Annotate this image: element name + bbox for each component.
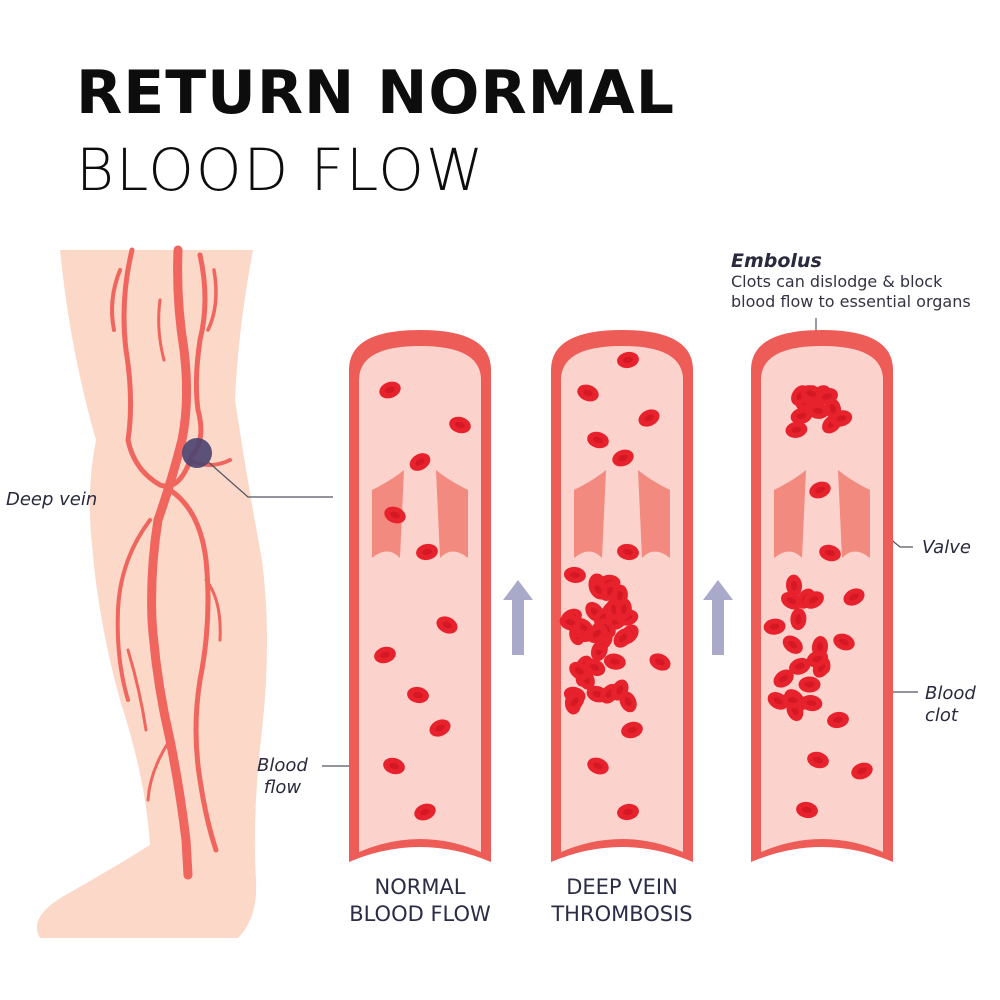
red-blood-cell (612, 449, 634, 467)
red-blood-cell (617, 543, 639, 561)
red-blood-cell (809, 481, 831, 499)
red-blood-cell (588, 579, 608, 600)
up-arrow-icon (503, 580, 533, 655)
red-blood-cell (851, 762, 873, 780)
deep-vein-marker (182, 438, 212, 468)
red-blood-cell (785, 574, 803, 597)
red-blood-cell (781, 591, 802, 610)
red-blood-cell (800, 385, 822, 402)
caption-dvt-line-1: DEEP VEIN (566, 875, 678, 899)
red-blood-cell (603, 653, 626, 670)
red-blood-cell (782, 635, 803, 654)
red-blood-cell (763, 618, 786, 635)
valve-right (436, 470, 468, 558)
red-blood-cell (638, 409, 660, 427)
red-blood-cell (611, 584, 628, 607)
caption-dvt: DEEP VEIN THROMBOSIS (522, 874, 722, 928)
red-blood-cell (819, 544, 841, 562)
red-blood-cell (807, 751, 829, 769)
red-blood-cell (806, 650, 829, 668)
red-blood-cell (773, 669, 794, 688)
blood-clot-line-1: Blood (925, 683, 976, 704)
blood-clot-line-2: clot (925, 705, 958, 726)
red-blood-cell (827, 711, 849, 729)
red-blood-cell (565, 691, 585, 712)
embolus-annotation: Embolus Clots can dislodge & block blood… (731, 250, 971, 312)
red-blood-cell (790, 407, 813, 425)
red-blood-cell (414, 803, 436, 821)
red-blood-cell (621, 721, 643, 739)
red-blood-cell (577, 384, 599, 402)
title-line-2: BLOOD FLOW (76, 136, 486, 204)
red-blood-cell (379, 381, 401, 399)
blood-cells-normal (374, 381, 471, 821)
red-blood-cell (830, 410, 853, 427)
red-blood-cell (416, 543, 438, 561)
red-blood-cell (789, 657, 811, 675)
red-blood-cell (807, 402, 829, 419)
deep-vein-leader (205, 459, 333, 498)
red-blood-cell (617, 803, 639, 821)
red-blood-cell (587, 431, 609, 449)
red-blood-cell (383, 757, 405, 775)
flow-arrows (503, 580, 733, 655)
blood-flow-line-1: Blood (257, 755, 308, 776)
caption-normal-line-1: NORMAL (374, 875, 466, 899)
red-blood-cell (436, 616, 458, 634)
red-blood-cell (409, 453, 431, 471)
deep-vein-label: Deep vein (6, 489, 98, 510)
red-blood-cell (429, 719, 451, 737)
red-blood-cell (611, 679, 629, 701)
red-blood-cell (790, 608, 807, 631)
red-blood-cell (798, 676, 821, 693)
red-blood-cell (587, 757, 609, 775)
leg-veins (110, 245, 232, 880)
red-blood-cell (803, 591, 824, 609)
embolus-description: Clots can dislodge & block blood flow to… (731, 272, 971, 312)
leg-illustration (36, 245, 267, 938)
red-blood-cell (796, 801, 818, 819)
blood-flow-label: Blood flow (257, 755, 308, 799)
embolus-desc-line-2: blood flow to essential organs (731, 292, 971, 311)
vessel-normal (349, 330, 491, 862)
caption-normal: NORMAL BLOOD FLOW (320, 874, 520, 928)
red-blood-cell (384, 506, 406, 524)
red-blood-cell (781, 692, 804, 709)
red-blood-cell (374, 646, 396, 664)
red-blood-cell (617, 351, 639, 369)
caption-normal-line-2: BLOOD FLOW (349, 902, 491, 926)
valve-label: Valve (922, 537, 971, 558)
blood-cells-embolus (763, 385, 873, 819)
vessel-dvt (551, 330, 693, 862)
embolus-desc-line-1: Clots can dislodge & block (731, 272, 943, 291)
red-blood-cell (800, 694, 823, 712)
blood-clot-label: Blood clot (925, 683, 976, 727)
caption-dvt-line-2: THROMBOSIS (551, 902, 693, 926)
blood-flow-line-2: flow (263, 777, 302, 798)
up-arrow-icon (703, 580, 733, 655)
vessel-embolus (751, 330, 893, 862)
red-blood-cell (833, 633, 855, 651)
red-blood-cell (613, 628, 633, 648)
red-blood-cell (407, 686, 429, 704)
title-line-1: RETURN NORMAL (76, 58, 675, 128)
red-blood-cell (785, 421, 808, 438)
red-blood-cell (569, 661, 590, 681)
red-blood-cell (563, 566, 586, 583)
red-blood-cell (449, 416, 471, 434)
blood-cells-dvt (559, 351, 671, 821)
red-blood-cell (843, 588, 865, 606)
embolus-title: Embolus (731, 250, 822, 272)
red-blood-cell (649, 653, 671, 671)
red-blood-cell (559, 614, 582, 631)
